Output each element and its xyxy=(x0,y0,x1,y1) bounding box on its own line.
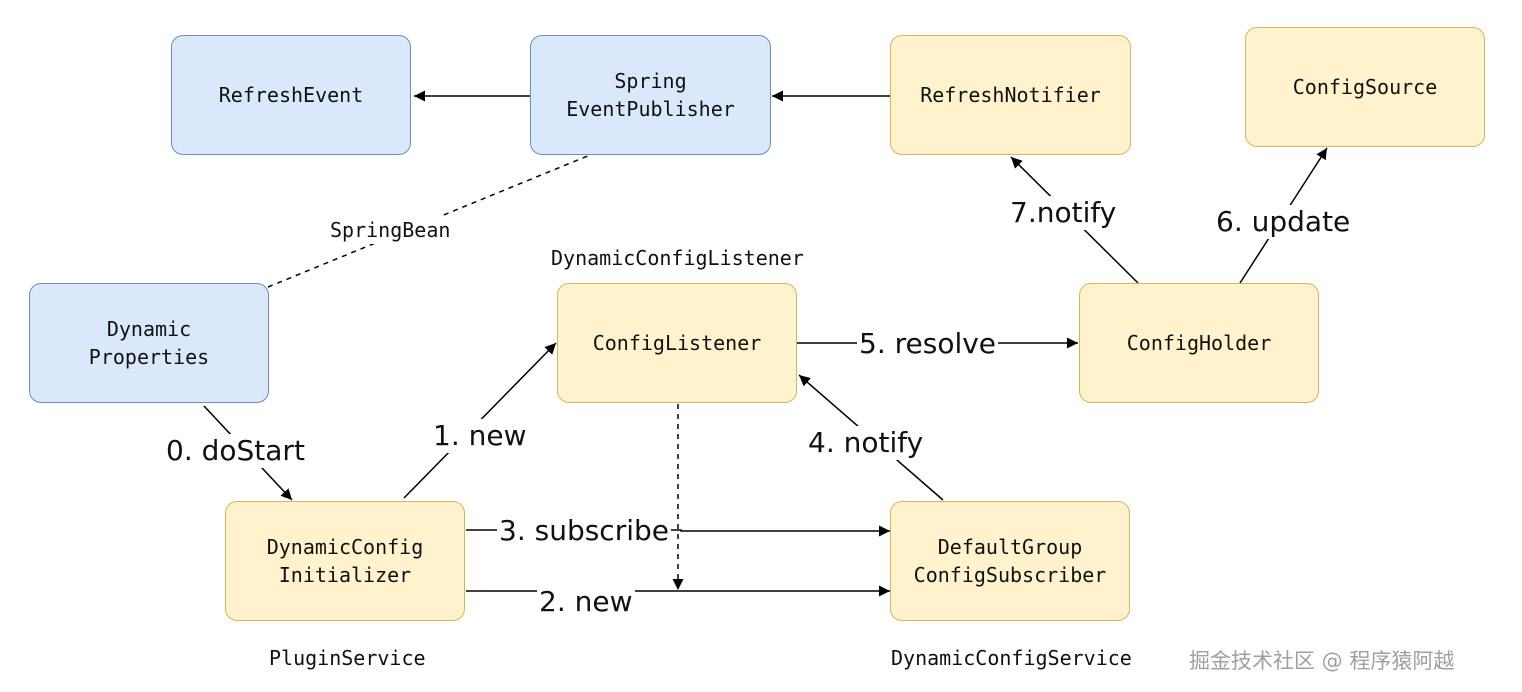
node-refresh-event[interactable]: RefreshEvent xyxy=(171,35,411,155)
label-resolve: 5. resolve xyxy=(857,327,999,361)
caption-dynamic-config-listener: DynamicConfigListener xyxy=(551,246,804,270)
watermark-text: 掘金技术社区 @ 程序猿阿越 xyxy=(1189,649,1455,673)
label-subscribe: 3. subscribe xyxy=(497,514,671,548)
label-new-listener: 1. new xyxy=(431,419,529,453)
caption-plugin-service: PluginService xyxy=(269,646,426,670)
node-dynamic-properties[interactable]: Dynamic Properties xyxy=(29,283,269,403)
label-update: 6. update xyxy=(1214,205,1353,239)
node-dynamic-config-initializer[interactable]: DynamicConfig Initializer xyxy=(225,501,465,621)
node-config-holder[interactable]: ConfigHolder xyxy=(1079,283,1319,403)
label-do-start: 0. doStart xyxy=(164,434,307,468)
node-config-listener[interactable]: ConfigListener xyxy=(557,283,797,403)
label-new-subscriber: 2. new xyxy=(537,585,635,619)
node-default-group-config-subscriber[interactable]: DefaultGroup ConfigSubscriber xyxy=(890,501,1130,621)
node-spring-event-publisher[interactable]: Spring EventPublisher xyxy=(530,35,771,155)
label-notify-listener: 4. notify xyxy=(806,426,926,460)
label-spring-bean: SpringBean xyxy=(326,216,455,244)
node-config-source[interactable]: ConfigSource xyxy=(1245,27,1485,147)
caption-dynamic-config-service: DynamicConfigService xyxy=(891,646,1132,670)
node-refresh-notifier[interactable]: RefreshNotifier xyxy=(890,35,1131,155)
label-notify-notifier: 7.notify xyxy=(1008,196,1119,230)
